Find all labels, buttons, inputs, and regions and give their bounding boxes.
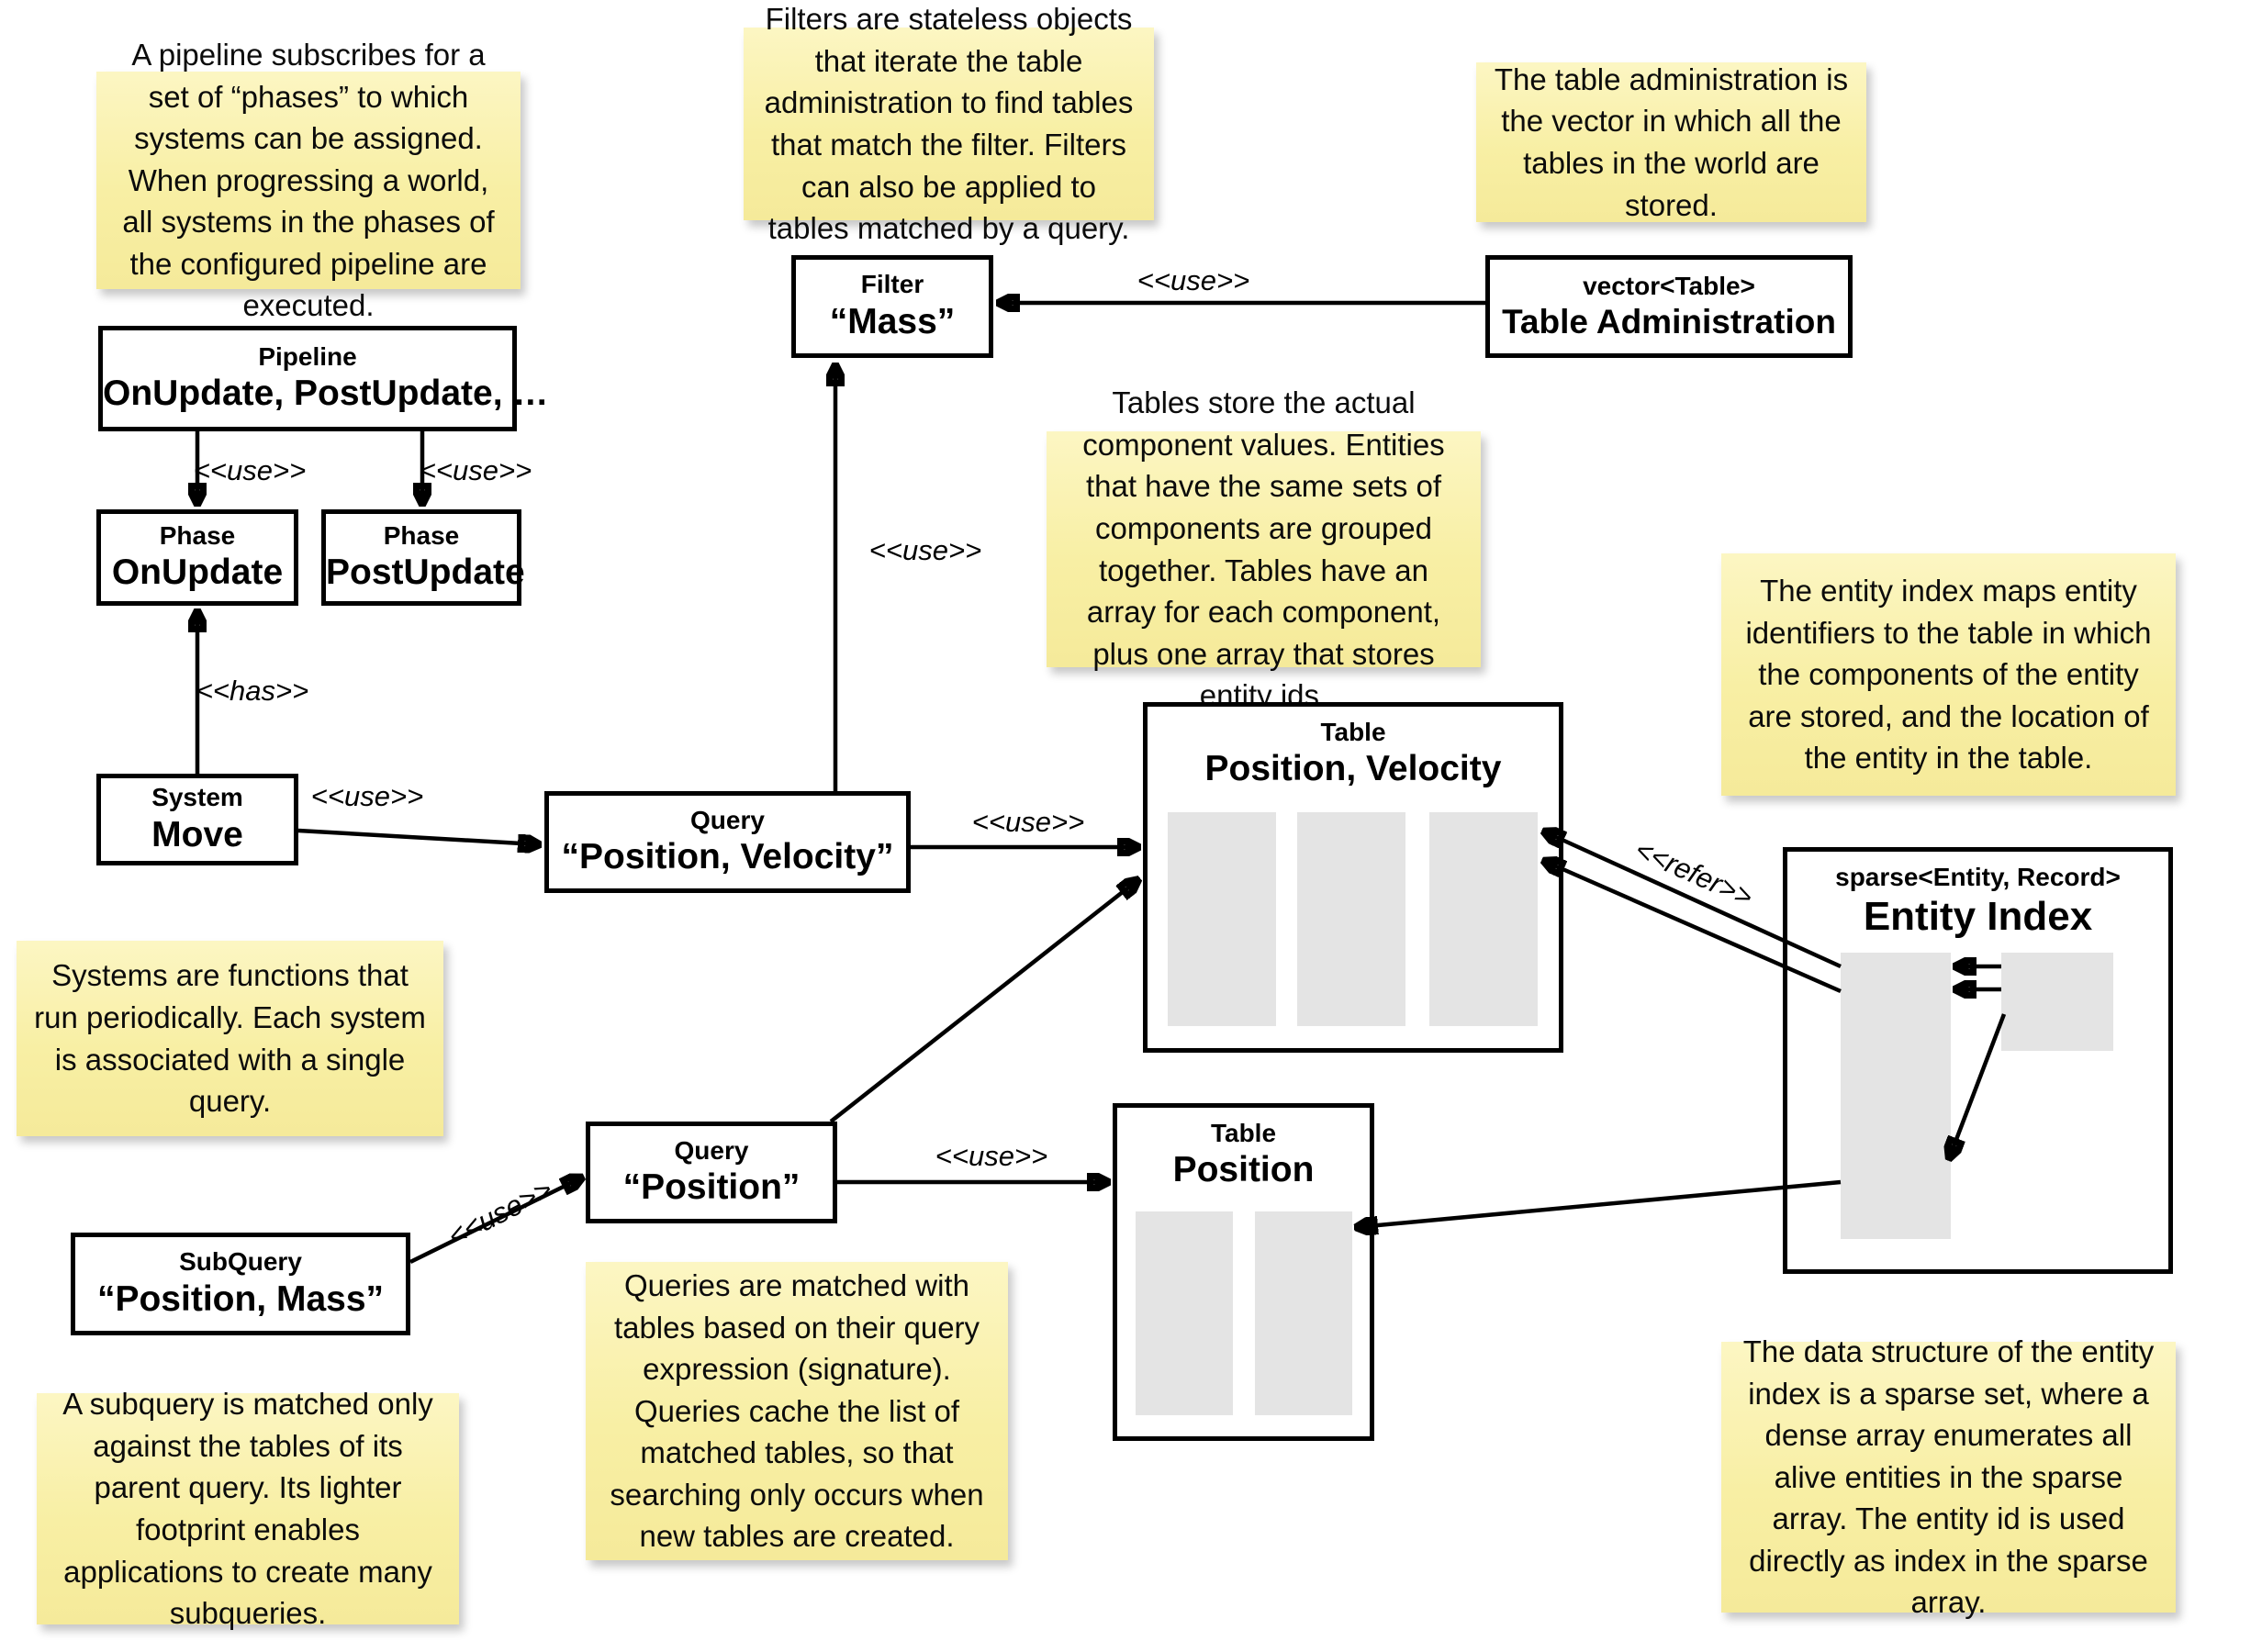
box-filter-mass-value: “Mass” xyxy=(829,301,956,341)
box-query-position-velocity: Query “Position, Velocity” xyxy=(544,791,911,893)
edge-label-has-system-phase: <<has>> xyxy=(196,675,309,707)
note-sparse-set-text: The data structure of the entity index i… xyxy=(1742,1334,2155,1620)
box-filter-mass: Filter “Mass” xyxy=(791,255,993,358)
box-table-administration-value: Table Administration xyxy=(1502,302,1836,340)
box-pipeline-title: Pipeline xyxy=(258,341,357,371)
note-entity-index-text: The entity index maps entity identifiers… xyxy=(1745,574,2152,776)
arrow-entityindex-to-tablepos xyxy=(1359,1179,1842,1227)
note-table-administration-text: The table administration is the vector i… xyxy=(1494,61,1849,222)
box-query-position: Query “Position” xyxy=(586,1122,837,1223)
box-table-administration-title: vector<Table> xyxy=(1583,271,1755,300)
arrow-system-use-query xyxy=(297,828,537,844)
note-subquery: A subquery is matched only against the t… xyxy=(37,1387,459,1630)
box-subquery-value: “Position, Mass” xyxy=(96,1278,385,1319)
edge-label-refer-entityindex: <<refer>> xyxy=(1629,832,1758,914)
component-array-5 xyxy=(1255,1211,1352,1415)
note-tables: Tables store the actual component values… xyxy=(1047,385,1481,712)
box-query-position-value: “Position” xyxy=(622,1167,801,1208)
box-subquery: SubQuery “Position, Mass” xyxy=(71,1233,410,1335)
box-pipeline-value: OnUpdate, PostUpdate, … xyxy=(103,374,549,414)
component-array-2 xyxy=(1297,812,1405,1026)
box-system-move-value: Move xyxy=(151,814,243,854)
box-phase-postupdate: Phase PostUpdate xyxy=(321,509,525,606)
box-phase-postupdate-title: Phase xyxy=(383,520,460,550)
box-table-position: Table Position xyxy=(1113,1103,1374,1441)
box-entity-index: sparse<Entity, Record> Entity Index xyxy=(1783,847,2173,1274)
box-table-position-velocity: Table Position, Velocity xyxy=(1143,702,1563,1053)
arrow-querypos-use-tablepv xyxy=(829,881,1137,1123)
box-table-position-value: Position xyxy=(1172,1150,1315,1190)
note-systems-text: Systems are functions that run periodica… xyxy=(34,958,426,1119)
box-pipeline: Pipeline OnUpdate, PostUpdate, … xyxy=(98,326,549,431)
box-table-administration: vector<Table> Table Administration xyxy=(1485,255,1853,358)
note-pipeline-text: A pipeline subscribes for a set of “phas… xyxy=(122,38,495,323)
edge-label-use-query-filter: <<use>> xyxy=(868,534,982,566)
box-table-position-title: Table xyxy=(1210,1119,1277,1147)
note-pipeline: A pipeline subscribes for a set of “phas… xyxy=(96,38,521,322)
box-phase-onupdate-value: OnUpdate xyxy=(111,553,284,593)
box-phase-onupdate: Phase OnUpdate xyxy=(96,509,298,606)
box-phase-onupdate-title: Phase xyxy=(159,520,236,550)
note-filters: Filters are stateless objects that itera… xyxy=(744,2,1154,245)
box-query-position-title: Query xyxy=(674,1135,749,1165)
note-sparse-set: The data structure of the entity index i… xyxy=(1721,1334,2176,1619)
box-table-position-velocity-value: Position, Velocity xyxy=(1204,749,1502,789)
sparse-array xyxy=(1841,953,1951,1239)
edge-label-use-tableadmin-filter: <<use>> xyxy=(1137,264,1250,296)
edge-label-use-subquery-querypos: <<use>> xyxy=(442,1173,558,1253)
box-phase-postupdate-value: PostUpdate xyxy=(326,553,525,593)
note-queries-text: Queries are matched with tables based on… xyxy=(610,1268,984,1554)
box-query-position-velocity-value: “Position, Velocity” xyxy=(561,837,894,877)
note-subquery-text: A subquery is matched only against the t… xyxy=(62,1387,433,1631)
edge-label-use-system-query: <<use>> xyxy=(310,780,424,812)
box-table-position-velocity-title: Table xyxy=(1320,718,1386,746)
box-filter-mass-title: Filter xyxy=(860,270,924,299)
edge-label-use-querypos-tablepos: <<use>> xyxy=(935,1140,1048,1172)
edge-label-use-pipeline-postupdate: <<use>> xyxy=(419,454,532,486)
component-array-3 xyxy=(1429,812,1538,1026)
box-system-move: System Move xyxy=(96,774,298,865)
edge-label-use-pipeline-onupdate: <<use>> xyxy=(193,454,307,486)
note-filters-text: Filters are stateless objects that itera… xyxy=(764,2,1134,246)
box-subquery-title: SubQuery xyxy=(179,1247,302,1277)
box-query-position-velocity-title: Query xyxy=(690,805,765,834)
component-array-1 xyxy=(1168,812,1276,1026)
box-system-move-title: System xyxy=(151,783,243,812)
box-entity-index-title: sparse<Entity, Record> xyxy=(1835,863,2121,891)
note-table-administration: The table administration is the vector i… xyxy=(1476,62,1866,222)
component-array-4 xyxy=(1136,1211,1233,1415)
note-tables-text: Tables store the actual component values… xyxy=(1082,385,1445,713)
note-queries: Queries are matched with tables based on… xyxy=(586,1262,1008,1560)
box-entity-index-value: Entity Index xyxy=(1863,894,2093,940)
note-systems: Systems are functions that run periodica… xyxy=(17,941,443,1136)
note-entity-index: The entity index maps entity identifiers… xyxy=(1721,553,2176,796)
edge-label-use-querypv-tablepv: <<use>> xyxy=(971,806,1085,838)
dense-array xyxy=(2001,953,2113,1051)
